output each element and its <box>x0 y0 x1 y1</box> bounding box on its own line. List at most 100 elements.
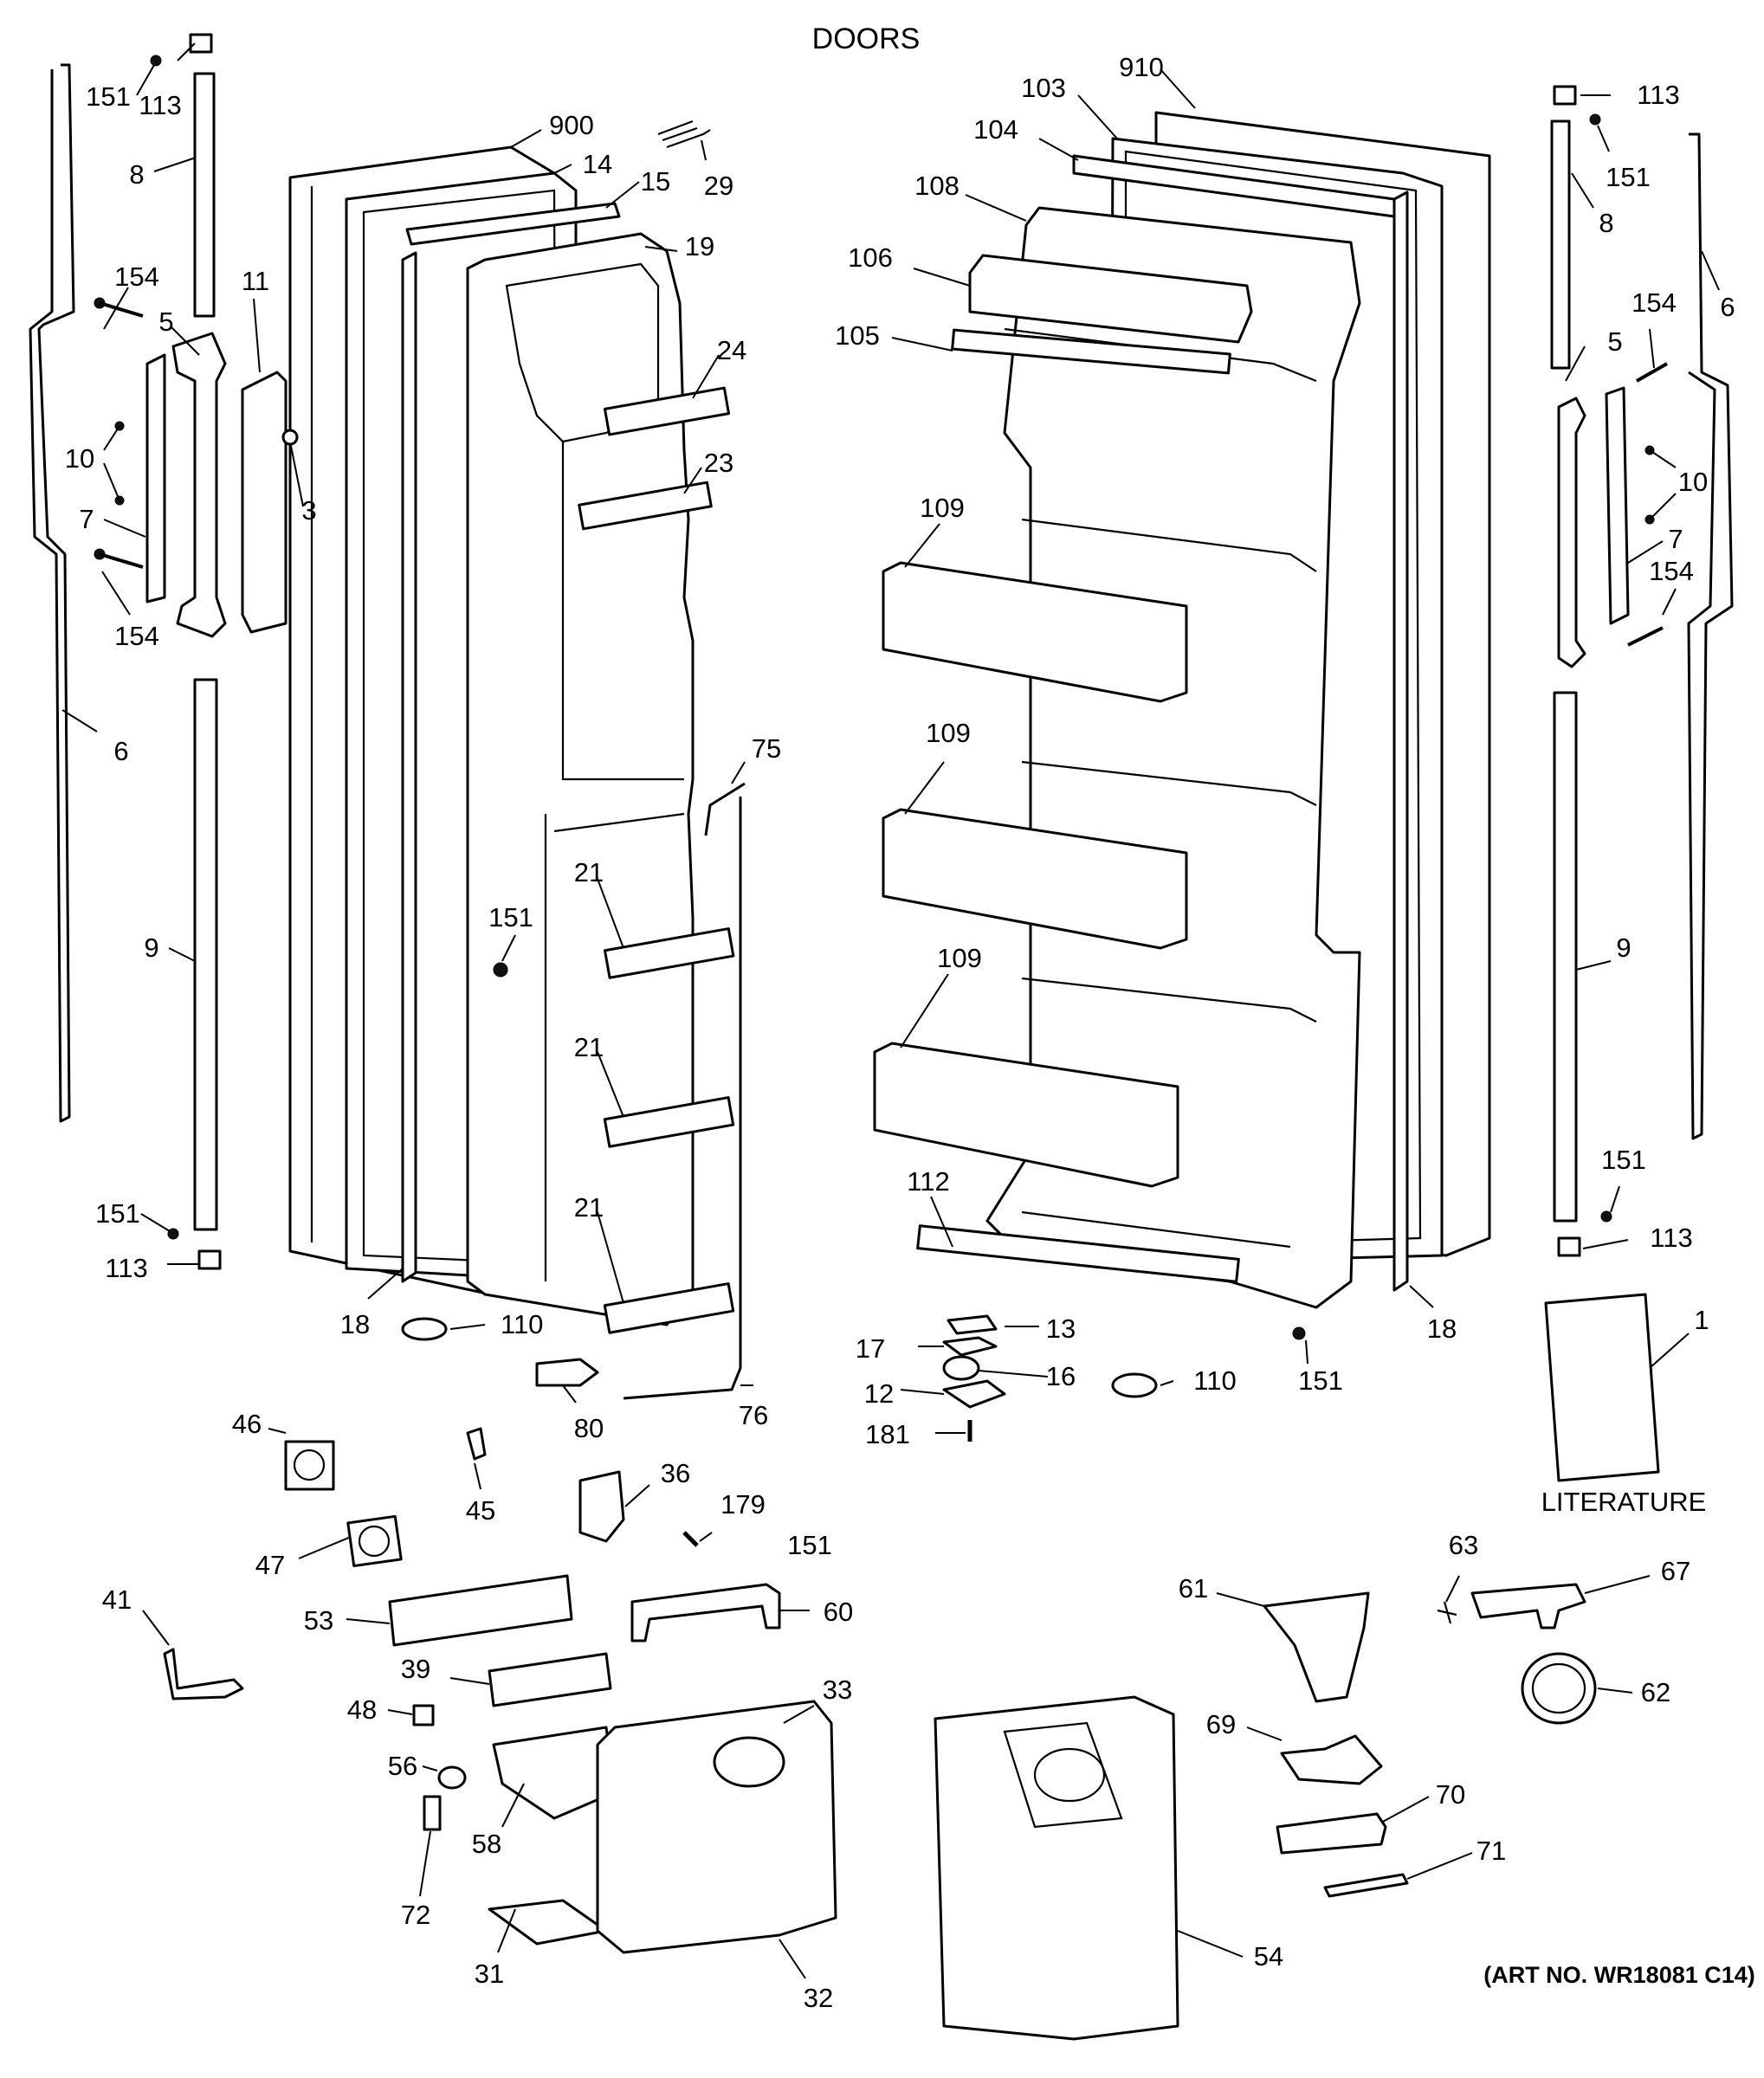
part-18-side-strip-right <box>1392 190 1409 1292</box>
part-47-bracket <box>346 1514 403 1568</box>
callout-18: 18 <box>340 1309 370 1339</box>
callout-67: 67 <box>1661 1556 1690 1586</box>
callout-21: 21 <box>574 1192 604 1223</box>
callout-3: 3 <box>301 495 316 526</box>
callout-154: 154 <box>114 261 159 292</box>
callout-labels: 151 113 8 154 5 11 10 3 7 154 6 9 151 11… <box>65 52 1735 2013</box>
callout-19: 19 <box>685 231 714 261</box>
callout-5: 5 <box>1607 326 1622 357</box>
part-12-hinge <box>942 1379 1006 1409</box>
screw-154-bottom <box>94 548 144 569</box>
callout-6: 6 <box>113 736 128 766</box>
dispenser-parts <box>163 1427 1597 2041</box>
cap-113-top-left <box>189 33 213 54</box>
part-3-plug <box>281 429 299 446</box>
part-109-shelf-bin-1 <box>882 561 1188 703</box>
callout-8: 8 <box>129 159 144 190</box>
callout-53: 53 <box>304 1605 333 1636</box>
callout-5: 5 <box>158 307 173 337</box>
part-110-left <box>401 1317 448 1341</box>
callout-109: 109 <box>937 943 982 973</box>
callout-70: 70 <box>1436 1779 1465 1810</box>
part-54-cover <box>934 1695 1179 2041</box>
part-41-lever <box>163 1648 244 1700</box>
screw-151-liner <box>493 962 508 978</box>
part-36-actuator <box>578 1470 625 1543</box>
part-5-handle <box>171 332 227 638</box>
part-18-side-strip <box>401 251 417 1283</box>
screw-179 <box>682 1531 699 1547</box>
callout-75: 75 <box>752 733 781 764</box>
callout-151: 151 <box>787 1530 832 1560</box>
screw-151-top-left <box>150 55 162 67</box>
part-31-drip-tray <box>488 1899 608 1946</box>
callout-10: 10 <box>1678 467 1708 497</box>
callout-14: 14 <box>583 149 612 179</box>
part-71-pad <box>1323 1873 1409 1898</box>
callout-16: 16 <box>1046 1361 1076 1391</box>
callout-15: 15 <box>641 166 670 197</box>
screw-151-bottom-right <box>1600 1210 1612 1223</box>
part-70-lever <box>1276 1812 1387 1855</box>
callout-54: 54 <box>1254 1941 1283 1972</box>
part-109-shelf-bin-3 <box>873 1042 1179 1188</box>
callout-21: 21 <box>574 1032 604 1062</box>
part-106-bin-cover <box>968 254 1253 344</box>
part-39-board <box>488 1652 612 1707</box>
callout-103: 103 <box>1021 73 1066 103</box>
part-11-handle-cover <box>241 371 288 634</box>
part-60-bracket <box>630 1583 781 1642</box>
part-58-housing <box>492 1726 617 1820</box>
callout-24: 24 <box>717 335 746 365</box>
callout-7: 7 <box>79 504 94 534</box>
part-75-tube <box>704 782 746 836</box>
fresh-food-door-assembly <box>873 111 1491 1398</box>
callout-154: 154 <box>114 621 159 651</box>
callout-9: 9 <box>1616 933 1631 963</box>
part-105-rail <box>951 328 1231 375</box>
screw-151-hinge <box>1292 1326 1306 1340</box>
screw-151-top-right <box>1589 113 1601 126</box>
callout-910: 910 <box>1119 52 1164 82</box>
callout-109: 109 <box>920 493 965 523</box>
part-21-shelf-bar-c <box>603 1282 735 1334</box>
callout-39: 39 <box>401 1654 430 1684</box>
callout-41: 41 <box>102 1584 132 1615</box>
callout-45: 45 <box>466 1495 495 1526</box>
callout-106: 106 <box>848 242 893 273</box>
callout-7: 7 <box>1668 524 1683 554</box>
part-8-upper-bracket-right <box>1550 119 1571 370</box>
callout-151: 151 <box>1601 1145 1646 1175</box>
part-6-handle-trim-right <box>1687 132 1734 1140</box>
part-80-valve <box>535 1358 599 1387</box>
callout-46: 46 <box>232 1409 262 1439</box>
callout-900: 900 <box>549 110 594 140</box>
part-9-lower-bracket-right <box>1553 691 1578 1223</box>
callout-76: 76 <box>739 1400 768 1430</box>
part-33-chute <box>713 1736 785 1788</box>
callout-58: 58 <box>472 1829 501 1859</box>
callout-80: 80 <box>574 1413 604 1443</box>
callout-179: 179 <box>720 1489 766 1520</box>
cap-113-bottom-right <box>1557 1236 1581 1257</box>
callout-151: 151 <box>488 902 533 933</box>
callout-17: 17 <box>856 1333 885 1364</box>
callout-8: 8 <box>1599 208 1613 238</box>
callout-61: 61 <box>1179 1573 1208 1604</box>
callout-113: 113 <box>1637 80 1679 110</box>
callout-71: 71 <box>1476 1836 1506 1866</box>
callout-113: 113 <box>1650 1223 1692 1253</box>
part-13-hinge-plate <box>947 1314 998 1335</box>
part-110-right <box>1111 1372 1158 1398</box>
part-9-lower-bracket <box>193 678 218 1231</box>
part-5-handle-right <box>1557 397 1586 668</box>
callout-6: 6 <box>1720 292 1735 322</box>
callout-108: 108 <box>914 171 960 201</box>
part-76-tube <box>623 797 742 1400</box>
part-112-rail <box>916 1224 1240 1283</box>
part-7-handle-insert <box>145 353 166 603</box>
callout-151: 151 <box>86 81 131 112</box>
screw-154-top <box>94 297 144 318</box>
callout-9: 9 <box>144 933 158 963</box>
